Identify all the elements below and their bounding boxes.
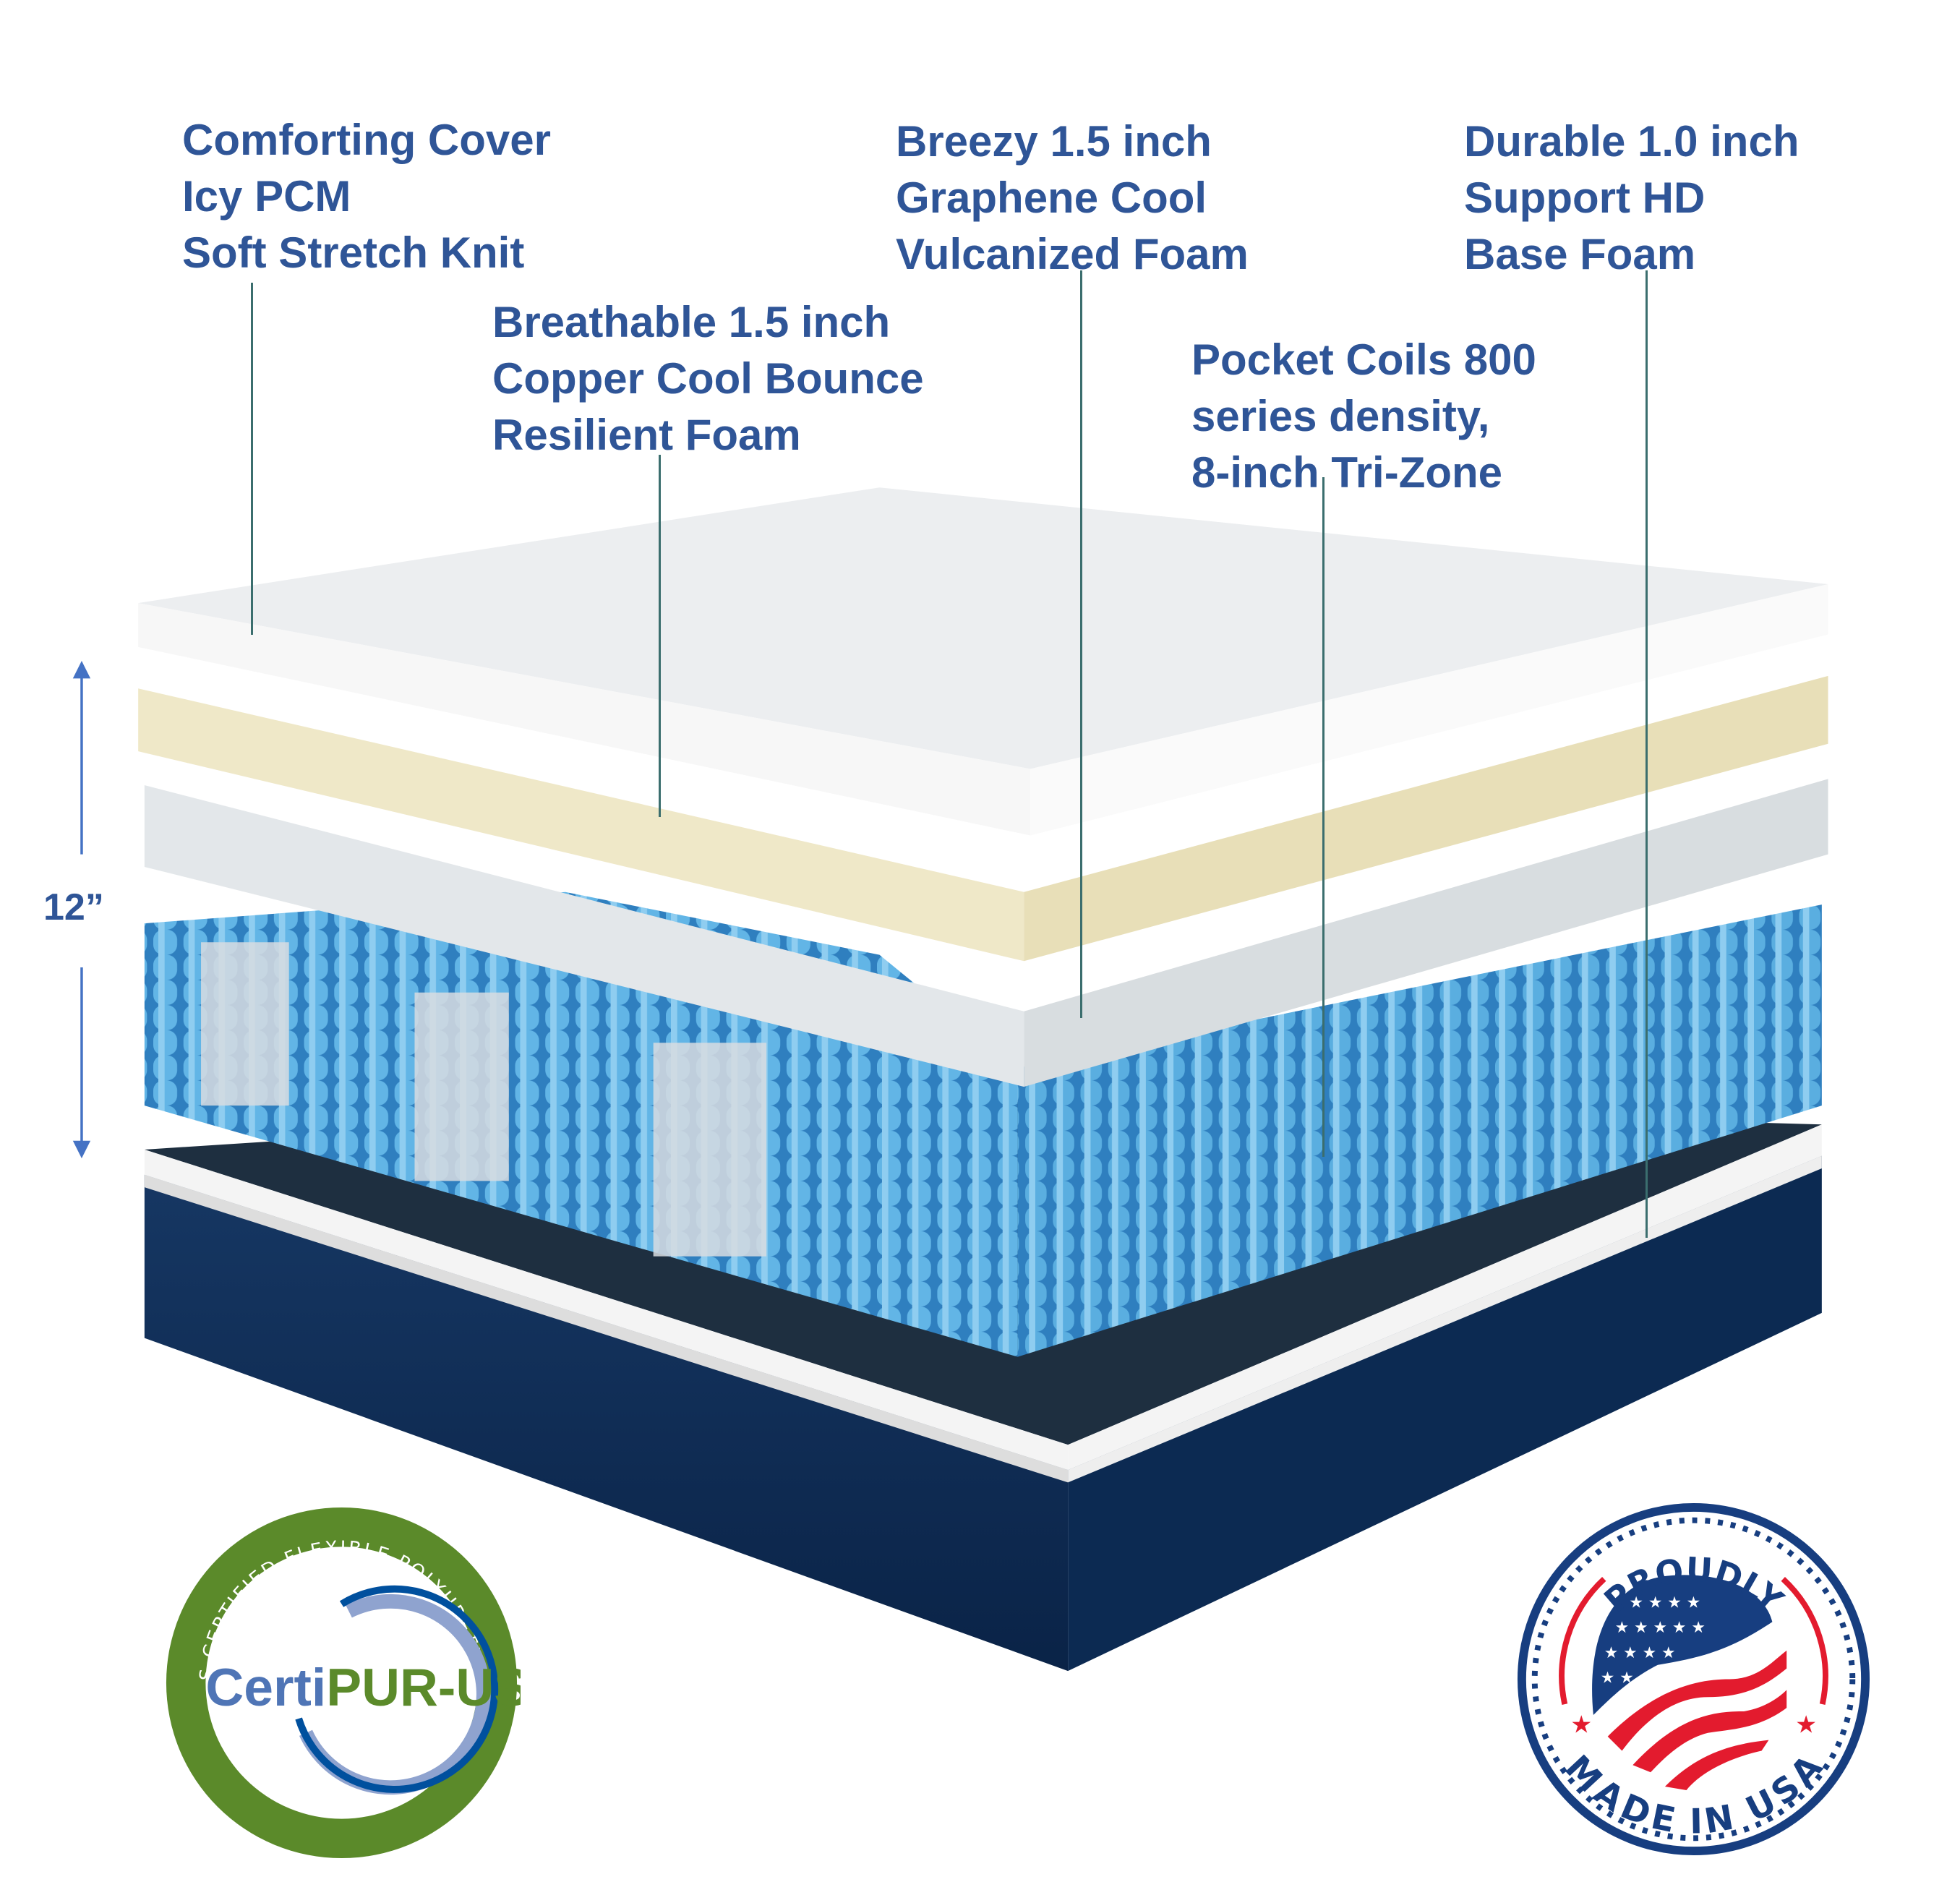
svg-text:★ ★ ★ ★: ★ ★ ★ ★ bbox=[1629, 1594, 1700, 1612]
copper-foam-layer bbox=[138, 675, 1828, 962]
svg-text:★ ★ ★ ★: ★ ★ ★ ★ bbox=[1604, 1644, 1676, 1662]
label-line: Vulcanized Foam bbox=[896, 230, 1249, 278]
label-line: 8-inch Tri-Zone bbox=[1191, 448, 1503, 497]
cover-layer bbox=[138, 487, 1828, 836]
svg-text:★ ★ ★ ★ ★: ★ ★ ★ ★ ★ bbox=[1615, 1619, 1706, 1637]
label-line: Soft Stretch Knit bbox=[182, 228, 525, 277]
leader-line-coils bbox=[1322, 477, 1325, 1157]
certipur-logo-certi: Certi bbox=[205, 1658, 326, 1717]
label-graphene-foam: Breezy 1.5 inch Graphene Cool Vulcanized… bbox=[896, 114, 1249, 283]
leader-line-copper-foam bbox=[659, 455, 661, 817]
label-line: Resilient Foam bbox=[492, 411, 801, 459]
made-in-usa-badge: ★ ★ ★ ★★ ★ ★ ★ ★★ ★ ★ ★★ ★ ★ ★ PROUDLY M… bbox=[1517, 1502, 1870, 1856]
label-copper-foam: Breathable 1.5 inch Copper Cool Bounce R… bbox=[492, 294, 924, 463]
label-line: Comforting Cover bbox=[182, 116, 551, 164]
certipur-logo-pur: PUR-US bbox=[326, 1658, 521, 1717]
label-cover: Comforting Cover Icy PCM Soft Stretch Kn… bbox=[182, 112, 551, 281]
label-line: Copper Cool Bounce bbox=[492, 354, 924, 403]
graphene-foam-layer bbox=[144, 779, 1828, 1087]
label-line: Graphene Cool bbox=[896, 174, 1207, 222]
leader-line-graphene-foam bbox=[1080, 270, 1082, 1018]
svg-text:★ ★: ★ ★ bbox=[1601, 1669, 1634, 1687]
height-arrow bbox=[72, 661, 91, 1159]
svg-text:★: ★ bbox=[1795, 1712, 1817, 1739]
svg-text:★: ★ bbox=[1570, 1712, 1592, 1739]
label-line: Durable 1.0 inch bbox=[1464, 117, 1799, 166]
label-line: Pocket Coils 800 bbox=[1191, 335, 1536, 384]
leader-line-base-foam bbox=[1646, 270, 1648, 1238]
label-line: Breezy 1.5 inch bbox=[896, 117, 1212, 166]
label-base-foam: Durable 1.0 inch Support HD Base Foam bbox=[1464, 114, 1799, 283]
label-line: Breathable 1.5 inch bbox=[492, 298, 891, 346]
leader-line-cover bbox=[251, 283, 253, 635]
svg-text:CertiPUR-US®: CertiPUR-US® bbox=[205, 1658, 521, 1717]
height-label: 12” bbox=[43, 886, 104, 928]
label-coils: Pocket Coils 800 series density, 8-inch … bbox=[1191, 332, 1536, 501]
label-line: Support HD bbox=[1464, 174, 1706, 222]
label-line: Base Foam bbox=[1464, 230, 1696, 278]
certipur-badge: CONTAINS CERTIFIED FLEXIBLE POLYURETHANE… bbox=[163, 1504, 521, 1859]
label-line: series density, bbox=[1191, 392, 1490, 440]
label-line: Icy PCM bbox=[182, 172, 351, 221]
